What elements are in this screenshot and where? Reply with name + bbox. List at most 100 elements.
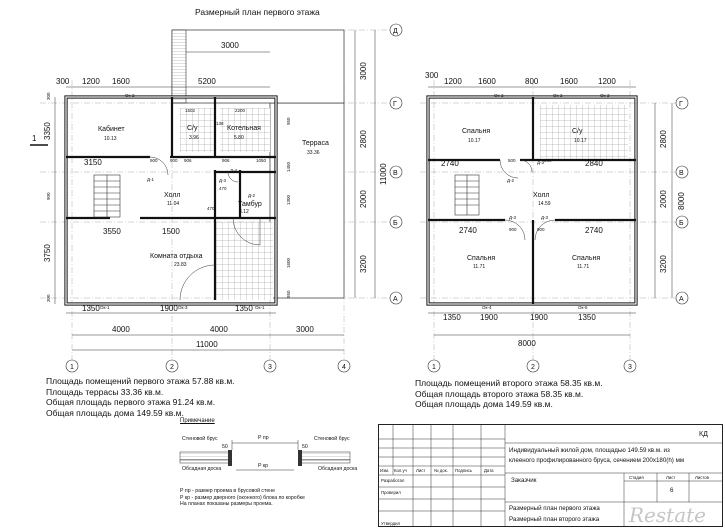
window-tag-ok1-a: Ок-1 [100,305,110,310]
dim-inner-3150: 3150 [84,158,102,167]
dim-right-2000: 2000 [359,190,368,208]
dim-right-950b: 950 [286,290,291,298]
window2-tag-d: Ок-4 [482,305,492,310]
axis-label-2: 2 [170,364,174,371]
axis-label-3: 3 [268,364,272,371]
tb-header-list: Лист [416,468,426,473]
window-tag-ok2: Ок-2 [125,93,135,98]
door2-tag-d: Д-3 [541,215,549,220]
note-label-50-right: 50 [302,444,308,450]
dim-inner-906a: 906 [184,158,192,163]
dim2-top-1200a: 1200 [444,77,462,86]
room-name-rest: Комната отдыха [150,253,203,260]
axis2-label-b: Б [679,220,684,227]
dim-inner-900a: 900 [150,158,158,163]
bathroom-tiles [180,108,214,152]
note-lines: Р пр - размер проема в брусовой стене Р … [180,488,305,508]
dim-top-300: 300 [56,77,70,86]
room-name-boiler: Котельная [227,125,261,132]
dim2-bottom-8000: 8000 [518,339,536,348]
rest-room-tiles [215,222,273,300]
note-label-casing-left: Обсадная доска [182,466,222,472]
tb-code: КД [699,431,708,438]
room2-area-bathroom: 10.17 [574,138,587,144]
porch-step [171,29,187,104]
dim-right-1450: 1450 [286,161,291,172]
room-name-vestibule: Тамбур [238,200,262,208]
room-name-hall: Холл [164,192,181,199]
axis2-label-g: Г [679,101,683,108]
plan1-title: Размерный план первого этажа [195,7,320,17]
note-line-2: Р кр - размер дверного (оконного) блока … [180,494,305,501]
room-area-hall: 11.04 [167,201,179,207]
dim-left-3350: 3350 [43,122,52,140]
dim-right-1300: 1300 [286,194,291,205]
axis2-label-2: 2 [531,364,535,371]
dim2-inner-900b: 900 [537,227,545,232]
axis-label-a: А [393,296,398,303]
note-label-wall-left: Стеновой брус [182,436,218,442]
note-label-wall-right: Стеновой брус [314,436,350,442]
dim2-top-800: 800 [525,77,539,86]
dim-inner-906b: 906 [222,158,230,163]
room2-area-hall: 14.59 [538,201,551,207]
dim-left-300a: 300 [46,92,51,100]
room-name-study: Кабинет [98,125,125,133]
tb-header-sign: Подпись [455,468,473,473]
axis2-label-v: В [679,170,684,177]
plan-first-floor: Размерный план первого этажа [30,7,403,373]
note-line-3: На планах показаны размеры проема. [180,501,273,507]
dim-bottom-11000: 11000 [196,340,218,349]
dim2-inner-2740c: 2740 [585,226,603,235]
dim-right-11000: 11000 [379,163,388,185]
room2-area-bedroom-1: 10.17 [468,138,481,144]
dim-left-300b: 300 [46,294,51,302]
dim-top-3000: 3000 [221,41,239,50]
axis-label-v: В [393,170,398,177]
stats2-line-3: Общая площадь дома 149.59 кв.м. [415,399,553,409]
note-label-50-left: 50 [222,444,228,450]
room2-area-bedroom-3: 11.71 [577,264,589,270]
axis2-label-1: 1 [432,364,436,371]
stats1-line-3: Общая площадь первого этажа 91.24 кв.м. [46,397,216,407]
tb-role-developer: Разработал [381,478,405,483]
section-marker-1: 1 [32,134,37,143]
dim2-right-8000: 8000 [677,192,686,210]
door-tag-d2: Д-2 [248,193,256,198]
door-tag-d3: Д-3 [219,178,227,183]
dim-inner-470a: 470 [219,186,227,191]
room-area-bathroom: 3.96 [189,135,199,141]
plan-second-floor: Спальня 10.17 С/у 10.17 Холл 14.59 Спаль… [420,71,689,373]
dim-bottom-3000: 3000 [296,325,314,334]
dim-bottom-1350b: 1350 [235,304,253,313]
dim-top-5200: 5200 [198,77,216,86]
dim-bottom-4000b: 4000 [210,325,228,334]
dim-bottom-1900: 1900 [160,304,178,313]
stats-first-floor: Площадь помещений первого этажа 57.88 кв… [46,376,235,418]
door2-tag-c: Д-3 [509,215,517,220]
window2-tag-b: Ок-2 [553,93,563,98]
tb-description-2: клееного профилированного бруса, сечение… [509,457,685,464]
note-line-1: Р пр - размер проема в брусовой стене [180,488,275,494]
upper-terrace [171,29,345,104]
dim-right-950a: 950 [286,117,291,125]
dim2-inner-800: 800 [544,158,552,163]
dim-right-3000: 3000 [359,62,368,80]
dim-top-1502: 1502 [185,108,196,113]
dim2-right-2800: 2800 [659,130,668,148]
boiler-room-tiles [220,108,270,152]
room-area-boiler: 5.80 [234,135,244,141]
dim2-inner-2740a: 2740 [441,159,459,168]
window2-tag-a: Ок-2 [494,93,504,98]
dim2-bottom-1350b: 1350 [578,313,596,322]
dim2-bottom-1900b: 1900 [530,313,548,322]
stats2-line-2: Общая площадь второго этажа 58.35 кв.м. [415,388,584,399]
dim-top-2200: 2200 [235,108,246,113]
tb-sheet-title-1: Размерный план первого этажа [509,505,600,512]
stats1-line-1: Площадь помещений первого этажа 57.88 кв… [46,376,235,386]
dim2-top-1200b: 1200 [598,77,616,86]
door-tag-d4: Д-4 [230,168,238,173]
axis2-label-a: А [679,296,684,303]
terrace-area [269,102,345,299]
